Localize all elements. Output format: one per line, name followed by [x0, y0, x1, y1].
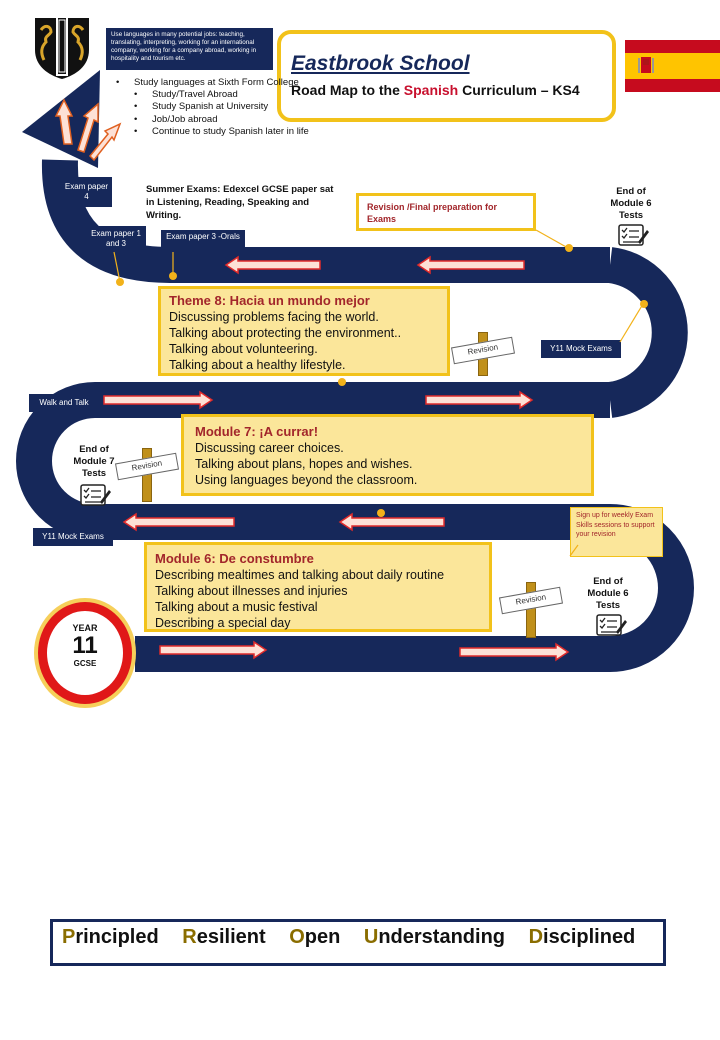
list-item: •Study/Travel Abroad	[134, 89, 238, 101]
intro-jobs-box: Use languages in many potential jobs: te…	[106, 28, 273, 70]
revision-final-box: Revision /Final preparation for Exams	[356, 193, 536, 231]
module7-title: Module 7: ¡A currar!	[195, 424, 319, 439]
page-title: Road Map to the Spanish Curriculum – KS4	[291, 82, 612, 98]
gcse-label: GCSE	[73, 659, 97, 668]
school-crest-icon	[35, 18, 89, 79]
title-suffix: Curriculum – KS4	[458, 82, 580, 98]
list-item: Talking about a healthy lifestyle.	[169, 358, 346, 372]
theme8-box: Theme 8: Hacia un mundo mejor Discussing…	[158, 286, 450, 376]
list-item: Using languages beyond the classroom.	[195, 473, 418, 487]
title-box: Eastbrook School Road Map to the Spanish…	[277, 30, 616, 122]
list-item: Discussing problems facing the world.	[169, 310, 379, 324]
exam-paper1-3-label: Exam paper 1 and 3	[86, 226, 146, 252]
exam-paper4-label: Exam paper 4	[61, 177, 112, 207]
spain-flag-icon	[625, 40, 720, 92]
year-number: 11	[72, 632, 98, 659]
list-item: •Study Spanish at University	[134, 101, 269, 113]
sign-up-box: Sign up for weekly Exam Skills sessions …	[570, 507, 663, 557]
road-dot	[640, 300, 648, 308]
value-disciplined: Disciplined	[528, 926, 636, 948]
list-item: Talking about protecting the environment…	[169, 326, 402, 340]
road-dot	[338, 378, 346, 386]
value-understanding: Understanding	[363, 926, 506, 948]
road-dot	[116, 278, 124, 286]
test-paper-icon	[618, 224, 649, 246]
future-list: •Study languages at Sixth Form College •…	[116, 77, 346, 138]
list-item: Discussing career choices.	[195, 441, 344, 455]
year11-badge: YEAR 11 GCSE	[34, 598, 136, 708]
exam-paper3-orals-label: Exam paper 3 -Orals	[161, 230, 245, 252]
y11-mock-right-label: Y11 Mock Exams	[541, 340, 621, 358]
list-item: Describing mealtimes and talking about d…	[155, 568, 445, 582]
module6-title: Module 6: De constumbre	[155, 551, 314, 566]
school-name: Eastbrook School	[291, 52, 470, 75]
road-dot	[565, 244, 573, 252]
road-dot	[169, 272, 177, 280]
end-module6-top-label: End of Module 6 Tests	[610, 186, 652, 221]
title-prefix: Road Map to the	[291, 82, 404, 98]
walk-talk-label: Walk and Talk	[29, 394, 99, 412]
value-principled: Principled	[62, 926, 159, 948]
list-item: •Continue to study Spanish later in life	[134, 125, 309, 137]
value-open: Open	[289, 926, 341, 948]
year-label: YEAR	[72, 623, 98, 633]
list-item: Talking about illnesses and injuries	[155, 584, 348, 598]
theme8-title: Theme 8: Hacia un mundo mejor	[169, 293, 370, 308]
road-dot	[377, 509, 385, 517]
revision-signpost: Revision	[450, 332, 516, 378]
list-item: Describing a special day	[155, 616, 291, 630]
list-item: •Job/Job abroad	[134, 113, 218, 125]
module6-box: Module 6: De constumbre Describing mealt…	[144, 542, 492, 632]
end-module6-bottom-label: End of Module 6 Tests	[587, 576, 629, 611]
list-item: •Study languages at Sixth Form College	[116, 77, 299, 88]
test-paper-icon	[80, 484, 111, 506]
title-subject: Spanish	[403, 82, 459, 98]
summer-exams-text: Summer Exams: Edexcel GCSE paper sat in …	[146, 184, 334, 221]
upward-arrows-icon	[54, 98, 122, 162]
revision-signpost: Revision	[114, 448, 180, 502]
test-paper-icon	[596, 614, 627, 636]
list-item: Talking about plans, hopes and wishes.	[195, 457, 413, 471]
end-module7-label: End of Module 7 Tests	[73, 444, 115, 479]
values-footer: Principled Resilient Open Understanding …	[50, 919, 666, 966]
module7-box: Module 7: ¡A currar! Discussing career c…	[181, 414, 594, 496]
list-item: Talking about a music festival	[155, 600, 318, 614]
y11-mock-left-label: Y11 Mock Exams	[33, 528, 113, 546]
list-item: Talking about volunteering.	[169, 342, 318, 356]
revision-signpost: Revision	[498, 582, 564, 638]
value-resilient: Resilient	[182, 926, 266, 948]
